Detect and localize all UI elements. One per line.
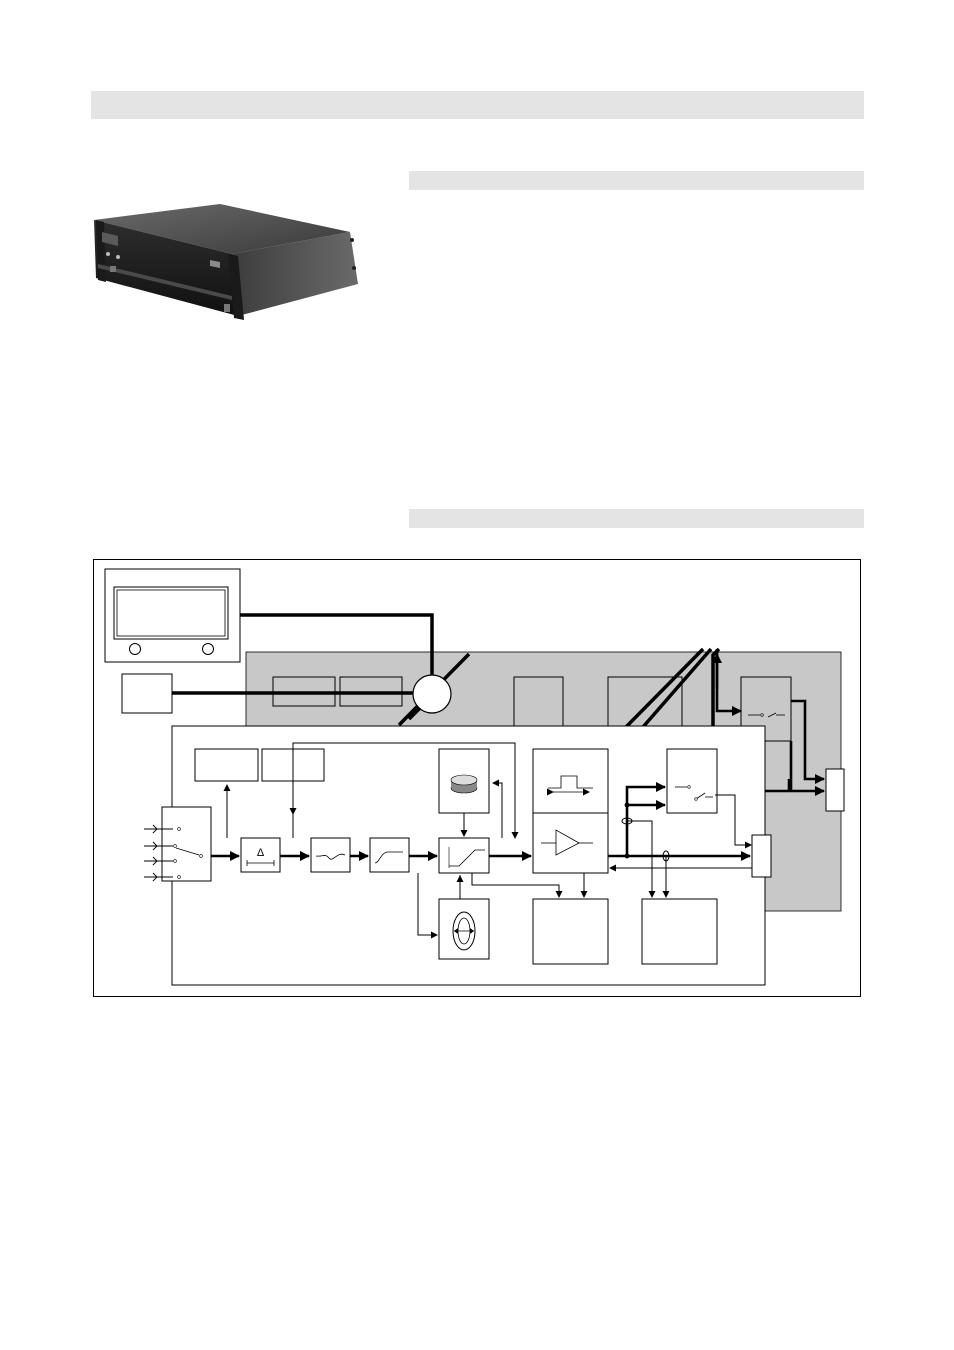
- amplifier-triangle-icon: [555, 829, 580, 856]
- memory-block: [194, 748, 259, 782]
- bus-module-4: [607, 676, 683, 728]
- monitor-knob-icon: [129, 643, 141, 655]
- monitor-knob-icon: [202, 643, 214, 655]
- relay-switch-block: [666, 748, 718, 814]
- limiter-block: [438, 837, 490, 874]
- unit-side: [232, 232, 358, 316]
- delay-block: [240, 837, 281, 873]
- input-selector: [161, 806, 212, 882]
- filter-block: [369, 837, 410, 873]
- power-switch-icon: [110, 266, 116, 272]
- page-title-bar: [91, 91, 864, 119]
- brand-logo: [210, 260, 220, 268]
- pilot-tone-block: [532, 748, 609, 814]
- delay-label: Δ: [257, 847, 265, 859]
- bus-module-3: [513, 676, 564, 728]
- output-connector: [751, 834, 772, 878]
- rack-ear: [228, 254, 244, 320]
- fault-detect-block: [641, 898, 718, 965]
- bus-junction: [412, 674, 452, 714]
- section-heading-bar-1: [409, 171, 864, 190]
- power-led-icon: [106, 252, 110, 256]
- controller-box: [121, 673, 173, 714]
- product-photo: [94, 204, 358, 320]
- eq-block: [310, 837, 351, 873]
- monitoring-block: [532, 898, 609, 965]
- display-window: [102, 232, 118, 246]
- monitor-screen: [113, 586, 229, 640]
- block-diagram: Δ: [93, 559, 861, 997]
- unit-top-surface: [94, 204, 350, 254]
- line-connector: [825, 768, 845, 812]
- section-heading-bar-2: [409, 509, 864, 528]
- disk-icon: [450, 774, 478, 786]
